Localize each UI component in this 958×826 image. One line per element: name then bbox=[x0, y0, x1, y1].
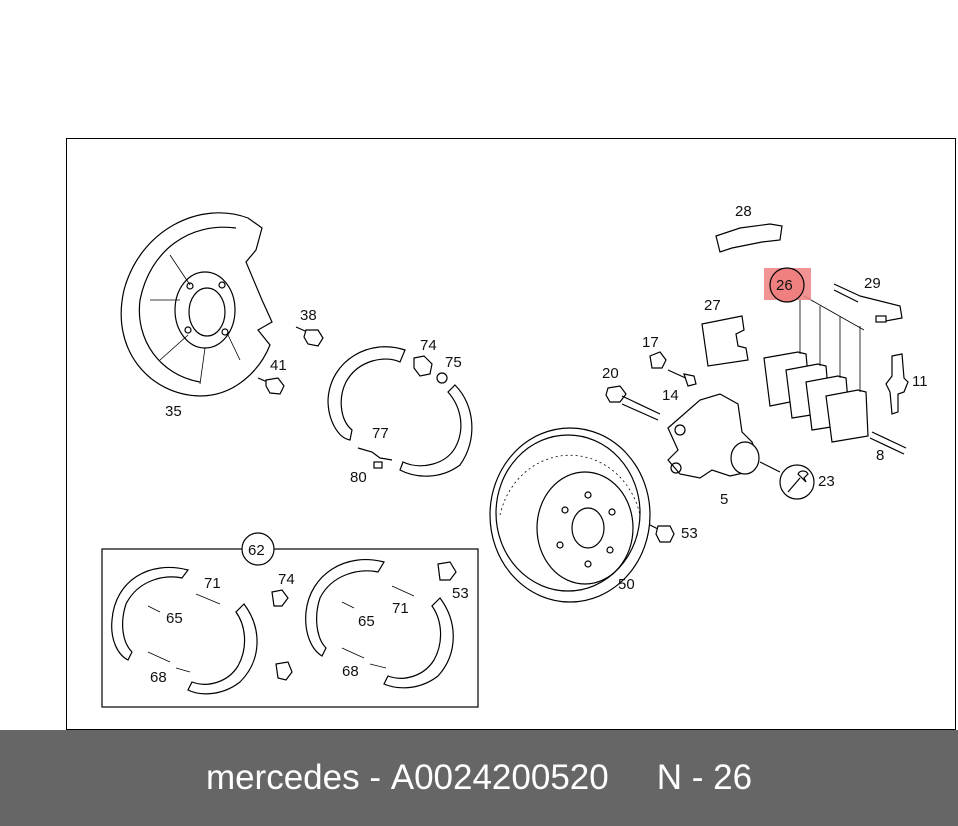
callout-26: 26 bbox=[776, 277, 793, 294]
brake-disc-part[interactable] bbox=[489, 427, 651, 603]
dust-shield-part[interactable] bbox=[120, 212, 273, 397]
bolt-38-part[interactable] bbox=[295, 326, 324, 347]
callout-17: 17 bbox=[642, 334, 659, 351]
callout-29: 29 bbox=[864, 275, 881, 292]
callout-23: 23 bbox=[818, 473, 835, 490]
caption-brand: mercedes bbox=[205, 758, 360, 797]
callout-68a: 68 bbox=[150, 669, 167, 686]
wrench-symbol-23[interactable] bbox=[759, 461, 815, 500]
caption-part-number: A0024200520 bbox=[390, 758, 609, 797]
kit-62-box bbox=[101, 532, 479, 708]
callout-8: 8 bbox=[876, 447, 884, 464]
callout-28: 28 bbox=[735, 203, 752, 220]
shim-27-part[interactable] bbox=[701, 315, 749, 367]
callout-5: 5 bbox=[720, 491, 728, 508]
caliper-part[interactable] bbox=[667, 393, 760, 479]
caption-bar: mercedes - A0024200520 N - 26 bbox=[0, 730, 958, 826]
callout-77: 77 bbox=[372, 425, 389, 442]
callout-74a: 74 bbox=[420, 337, 437, 354]
callout-38: 38 bbox=[300, 307, 317, 324]
brake-pads-part[interactable] bbox=[763, 295, 869, 443]
bleeder-14-part[interactable] bbox=[667, 369, 697, 387]
highlight-callout-26[interactable]: 26 bbox=[764, 267, 811, 303]
callout-68b: 68 bbox=[342, 663, 359, 680]
callout-20: 20 bbox=[602, 365, 619, 382]
bolt-53-part[interactable] bbox=[649, 524, 675, 543]
callout-14: 14 bbox=[662, 387, 679, 404]
callout-50: 50 bbox=[618, 576, 635, 593]
callout-62: 62 bbox=[248, 542, 265, 559]
callout-65a: 65 bbox=[166, 610, 183, 627]
callout-27: 27 bbox=[704, 297, 721, 314]
spring-clip-28-part[interactable] bbox=[715, 223, 783, 253]
spring-77-part[interactable] bbox=[357, 447, 393, 469]
caption-ref-separator: - bbox=[682, 758, 714, 797]
bracket-11-part[interactable] bbox=[885, 353, 909, 415]
callout-53b: 53 bbox=[452, 585, 469, 602]
callout-71a: 71 bbox=[204, 575, 221, 592]
cap-17-part[interactable] bbox=[649, 351, 667, 369]
callout-80: 80 bbox=[350, 469, 367, 486]
caption-separator: - bbox=[359, 758, 391, 797]
callout-53a: 53 bbox=[681, 525, 698, 542]
parking-brake-shoe-upper[interactable] bbox=[327, 346, 473, 477]
caption-ref-prefix: N bbox=[656, 758, 682, 797]
callout-11: 11 bbox=[912, 373, 928, 390]
callout-41: 41 bbox=[270, 357, 287, 374]
kit-shoes-left[interactable] bbox=[111, 566, 293, 695]
pin-8-part[interactable] bbox=[869, 431, 907, 455]
callout-65b: 65 bbox=[358, 613, 375, 630]
bolt-41-part[interactable] bbox=[257, 377, 285, 395]
caption-ref-number: 26 bbox=[713, 758, 753, 797]
brake-parts-diagram: 35 38 41 74 75 77 80 50 bbox=[101, 203, 928, 708]
kit-shoes-right[interactable] bbox=[305, 559, 457, 689]
callout-74b: 74 bbox=[278, 571, 295, 588]
adjuster-74-part[interactable] bbox=[413, 355, 448, 384]
callout-71b: 71 bbox=[392, 600, 409, 617]
callout-35: 35 bbox=[165, 403, 182, 420]
wear-sensor-29-part[interactable] bbox=[833, 283, 903, 323]
callout-75: 75 bbox=[445, 354, 462, 371]
bolt-20-part[interactable] bbox=[605, 385, 661, 421]
